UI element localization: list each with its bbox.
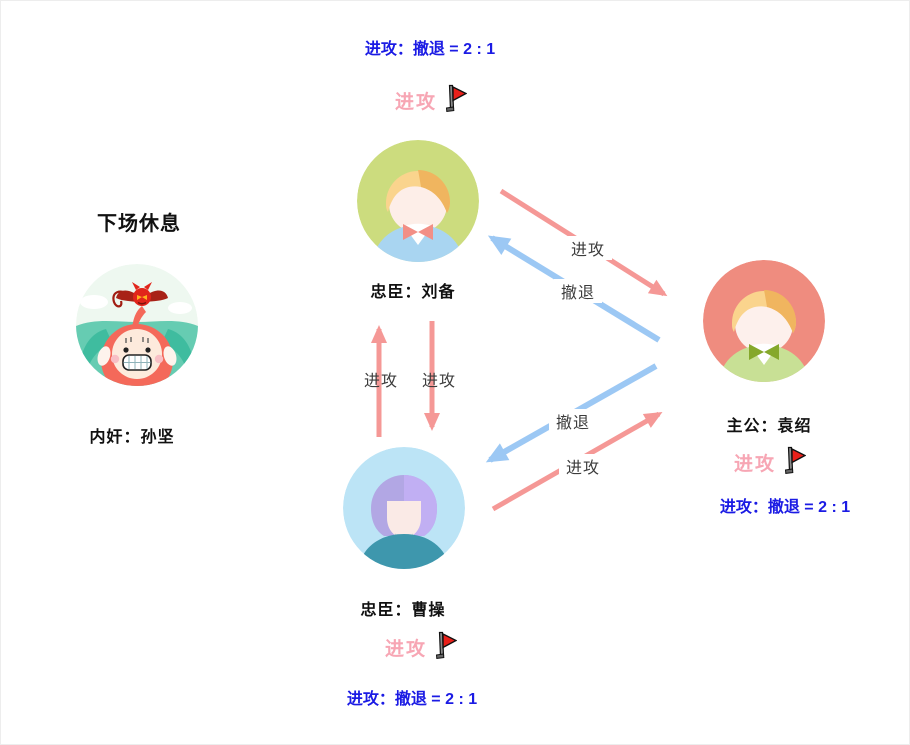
bench-title: 下场休息 bbox=[97, 213, 181, 235]
yuanshao-stance-label: 进攻 bbox=[733, 454, 776, 475]
edge-label-attack-caocao-liubei: 进攻 bbox=[363, 373, 398, 390]
liubei-ratio-text: 进攻：撤退 = 2 : 1 bbox=[364, 41, 496, 58]
sunjian-avatar bbox=[76, 264, 198, 386]
blonde-person-blue-shirt-avatar-icon bbox=[357, 140, 479, 262]
red-flag-icon bbox=[433, 631, 458, 664]
caocao-ratio-text: 进攻：撤退 = 2 : 1 bbox=[346, 691, 478, 708]
purple-bob-person-teal-shirt-avatar-icon bbox=[343, 447, 465, 569]
liubei-role-label: 忠臣：刘备 bbox=[370, 284, 456, 301]
caocao-avatar bbox=[343, 447, 465, 569]
liubei-stance-label: 进攻 bbox=[394, 92, 437, 113]
blonde-person-green-shirt-avatar-icon bbox=[703, 260, 825, 382]
edge-label-attack-caocao-yuanshao: 进攻 bbox=[559, 454, 607, 478]
yuanshao-stance: 进攻 bbox=[720, 446, 820, 479]
caocao-role-label: 忠臣：曹操 bbox=[360, 602, 446, 619]
sunjian-role-label: 内奸：孙坚 bbox=[89, 429, 175, 446]
edge-label-attack-liubei-caocao: 进攻 bbox=[421, 373, 456, 390]
red-flag-icon bbox=[782, 446, 807, 479]
caocao-stance-label: 进攻 bbox=[384, 639, 427, 660]
liubei-avatar bbox=[357, 140, 479, 262]
liubei-stance: 进攻 bbox=[381, 84, 481, 117]
yuanshao-role-label: 主公：袁绍 bbox=[726, 418, 812, 435]
edge-label-retreat-yuanshao-liubei: 撤退 bbox=[554, 279, 602, 303]
yuanshao-avatar bbox=[703, 260, 825, 382]
yuanshao-ratio-text: 进攻：撤退 = 2 : 1 bbox=[719, 499, 851, 516]
red-hood-devil-kid-avatar-icon bbox=[76, 264, 198, 386]
red-flag-icon bbox=[443, 84, 468, 117]
edge-label-attack-liubei-yuanshao: 进攻 bbox=[564, 236, 612, 260]
caocao-stance: 进攻 bbox=[371, 631, 471, 664]
edge-label-retreat-yuanshao-caocao: 撤退 bbox=[549, 409, 597, 433]
